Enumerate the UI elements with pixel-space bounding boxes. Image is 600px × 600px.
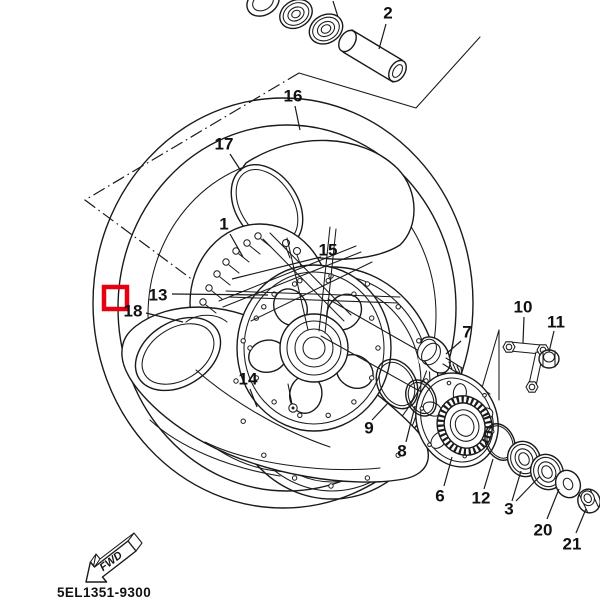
callout-14[interactable]: 14 (239, 370, 258, 389)
leader-line (378, 23, 387, 50)
spokes (218, 226, 401, 334)
diagram-part-code: 5EL1351-9300 (57, 585, 151, 600)
torque-link (502, 341, 550, 393)
leader-line (405, 405, 416, 443)
spoke-hole-dot (369, 315, 375, 321)
callout-8[interactable]: 8 (397, 442, 406, 461)
callout-1[interactable]: 1 (219, 215, 228, 234)
spoke-hole-dot (271, 399, 277, 405)
callout-2[interactable]: 2 (383, 4, 392, 23)
torque-link-nut (538, 349, 560, 369)
leader-line (229, 233, 244, 258)
spoke-hole-dot (364, 281, 371, 287)
leader-line (231, 256, 322, 280)
spoke-hole-dot (240, 338, 246, 344)
spoke-hole-dot (351, 399, 357, 405)
callout-13[interactable]: 13 (149, 286, 168, 305)
axle-spacer-collar (338, 29, 407, 83)
callout-9[interactable]: 9 (364, 419, 373, 438)
leader-line (371, 402, 389, 421)
leader-line (546, 488, 560, 520)
callout-7[interactable]: 7 (462, 323, 471, 342)
callout-16[interactable]: 16 (284, 87, 303, 106)
callout-3[interactable]: 3 (504, 500, 513, 519)
spoke-hole-dot (325, 412, 331, 418)
callout-10[interactable]: 10 (514, 298, 533, 317)
washer-20 (554, 469, 582, 499)
leader-line (171, 293, 269, 296)
callout-17[interactable]: 17 (215, 135, 234, 154)
spoke-hole-dots (233, 273, 429, 489)
spoke-hole-dot (297, 278, 303, 284)
selection-highlight-box (101, 284, 130, 312)
bearing-3a (506, 440, 542, 478)
tire-outline (92, 97, 474, 509)
callout-21[interactable]: 21 (563, 535, 582, 554)
leader-line (145, 312, 184, 323)
callout-6[interactable]: 6 (435, 487, 444, 506)
spoke-hole-dot (395, 304, 401, 310)
leader-line (249, 388, 258, 408)
leader-line (443, 456, 453, 487)
leader-line (445, 340, 462, 355)
valve-stem (287, 383, 298, 413)
spoke-hole-dot (261, 452, 267, 458)
leader-line (229, 153, 242, 172)
spoke-nipples (199, 232, 272, 314)
leader-line (483, 458, 494, 490)
spoke-hole-dot (395, 452, 401, 458)
spoke-hole-dot (369, 375, 375, 381)
axle-nut-21 (577, 488, 600, 514)
leader-line (575, 508, 587, 534)
fwd-arrow: FWD (85, 532, 143, 583)
spoke-hole-dot (291, 475, 298, 481)
leader-line (548, 330, 555, 353)
spoke-hole-dot (233, 378, 239, 384)
bearing-3b (529, 453, 565, 491)
spoke-hole-dot (253, 375, 259, 381)
spoke-hole-dot (297, 412, 303, 418)
callout-15[interactable]: 15 (319, 241, 338, 260)
spoke-hole-dot (261, 304, 267, 310)
final-drive-hub (415, 372, 499, 468)
damper-bushing (417, 336, 463, 375)
spoke-hole-dot (375, 345, 381, 351)
callout-12[interactable]: 12 (472, 489, 491, 508)
leader-line (294, 105, 301, 131)
leader-line (332, 0, 339, 18)
spoke-hole-dot (240, 418, 246, 424)
spoke-hole-dot (416, 338, 422, 344)
callout-20[interactable]: 20 (534, 521, 553, 540)
callout-11[interactable]: 11 (547, 313, 565, 332)
spoke-hole-dot (291, 281, 298, 287)
wheel-hub-drum (236, 264, 392, 432)
leader-line (511, 470, 522, 502)
spoke-hole-dot (328, 483, 334, 489)
leader-line (522, 316, 525, 344)
leader-line (515, 475, 541, 502)
o-ring-8 (405, 379, 437, 417)
callout-18[interactable]: 18 (124, 302, 143, 321)
spoke-hole-dot (364, 475, 371, 481)
spoke-hole-dot (247, 345, 253, 351)
wheel-bearing-stack (246, 0, 344, 45)
